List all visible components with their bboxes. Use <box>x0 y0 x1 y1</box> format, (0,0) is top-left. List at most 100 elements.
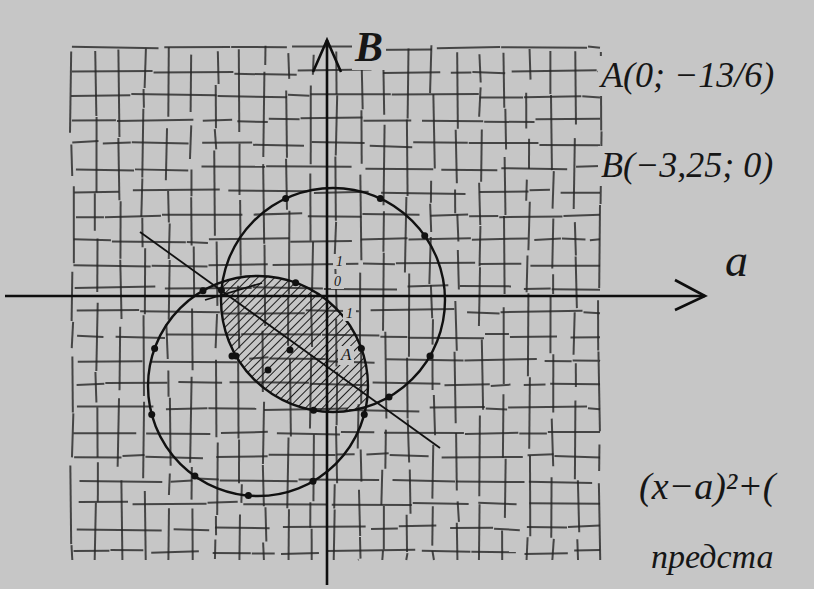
unit-mark: 1 <box>333 254 346 269</box>
grid-line <box>467 312 499 313</box>
grid-line <box>529 455 531 536</box>
grid-line <box>430 214 468 215</box>
grid-line <box>405 197 406 272</box>
grid-line <box>504 459 507 518</box>
grid-line <box>215 516 217 535</box>
grid-line <box>360 449 363 481</box>
grid-line <box>74 456 121 458</box>
grid-line <box>503 216 506 294</box>
grid-line <box>381 551 384 560</box>
grid-line <box>164 46 230 48</box>
grid-line <box>576 165 600 168</box>
grid-line <box>573 360 598 362</box>
region-shading <box>148 276 368 496</box>
grid-line <box>501 311 583 312</box>
grid-line <box>238 440 240 484</box>
unit-mark: 1 <box>343 306 356 321</box>
grid-line <box>530 265 600 267</box>
grid-line <box>408 337 484 339</box>
diagonal-line <box>140 232 440 448</box>
grid-line <box>312 435 314 502</box>
grid-line <box>434 395 435 435</box>
grid-line <box>527 537 528 560</box>
point-dot <box>287 347 294 354</box>
grid-line <box>76 216 104 218</box>
grid-line <box>552 219 553 269</box>
grid-line <box>599 360 600 362</box>
grid-line <box>383 71 440 74</box>
grid-line <box>413 141 468 143</box>
grid-line <box>349 410 419 411</box>
grid-line <box>281 553 319 554</box>
grid-line <box>96 407 98 457</box>
grid-line <box>363 263 395 266</box>
grid-line <box>208 407 256 409</box>
grid-line <box>550 95 553 170</box>
grid-line <box>72 413 73 457</box>
grid-line <box>432 319 434 344</box>
grid-line <box>534 238 561 239</box>
grid-line <box>144 248 146 314</box>
grid-line <box>359 537 362 559</box>
point-dot <box>151 345 158 352</box>
grid-line <box>264 46 266 65</box>
grid-line <box>536 118 600 121</box>
grid-line <box>584 311 600 314</box>
grid-line <box>588 47 600 48</box>
point-dot <box>310 478 317 485</box>
grid-line <box>95 117 97 192</box>
grid-line <box>269 454 336 456</box>
grid-line <box>135 169 188 170</box>
grid-line <box>482 339 483 409</box>
grid-line <box>73 432 136 434</box>
grid-line <box>238 144 240 195</box>
grid-line <box>456 130 457 183</box>
grid-line <box>288 95 309 96</box>
grid-line <box>406 358 409 419</box>
point-dot <box>200 287 207 294</box>
grid-line <box>598 352 599 432</box>
grid-line <box>110 549 143 551</box>
grid-line <box>472 238 528 239</box>
hatched-region <box>148 276 368 496</box>
axis-arrow <box>313 40 341 72</box>
grid-line <box>336 95 337 155</box>
points <box>148 195 433 499</box>
grid-line <box>469 142 539 144</box>
grid-line <box>238 49 240 132</box>
grid-line <box>371 309 455 310</box>
grid-line <box>140 310 220 313</box>
point-dot <box>148 411 155 418</box>
grid-line <box>525 180 528 201</box>
grid-line <box>263 465 264 506</box>
grid-line <box>501 530 503 560</box>
grid-line <box>504 157 507 215</box>
grid-line <box>94 372 97 402</box>
grid-line <box>499 215 562 218</box>
grid-line <box>166 128 167 180</box>
grid-line <box>218 96 287 97</box>
grid-line <box>599 483 600 560</box>
tangent-stroke <box>205 283 262 300</box>
point-dot <box>218 287 225 294</box>
grid-line <box>574 401 577 480</box>
grid-line <box>457 214 458 241</box>
axis-arrow <box>675 280 705 310</box>
grid-line <box>444 384 489 385</box>
grid-line <box>433 94 434 168</box>
grid-line <box>94 193 96 230</box>
grid-line <box>190 197 192 245</box>
grid-line <box>386 359 463 360</box>
grid-line <box>366 453 388 454</box>
grid-line <box>168 473 171 495</box>
grid-line <box>253 144 304 147</box>
grid-line <box>384 430 387 469</box>
grid-line <box>119 201 121 258</box>
grid-line <box>312 141 365 144</box>
grid-line <box>359 273 361 344</box>
point-dot <box>426 353 433 360</box>
grid-line <box>552 274 554 294</box>
grid-line <box>333 510 336 560</box>
grid-line <box>525 552 568 555</box>
